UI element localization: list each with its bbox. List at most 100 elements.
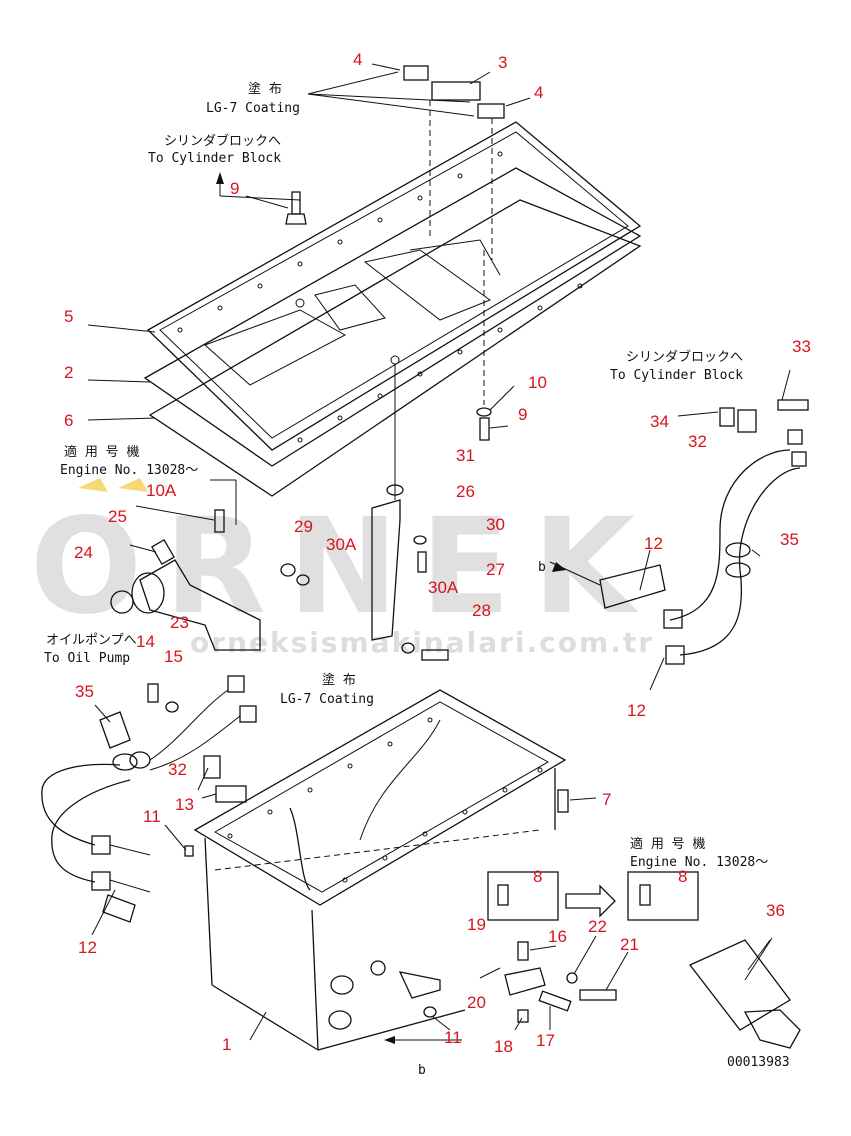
callout-12-left: 12 xyxy=(78,938,97,957)
callout-8-left: 8 xyxy=(533,867,542,886)
tube-12-left-upper xyxy=(41,763,121,846)
washer-15 xyxy=(165,701,179,713)
o-ring-24 xyxy=(110,590,134,614)
oil-pan-baffle xyxy=(289,807,311,891)
bolt-holes xyxy=(177,151,583,443)
coating-block-4-top xyxy=(403,65,429,81)
tube-assembly-left xyxy=(41,675,257,923)
callout-labels: 4 3 4 9 5 2 6 10A 25 24 23 29 30A 31 26 … xyxy=(64,50,811,1056)
callout-10A: 10A xyxy=(146,481,177,500)
gasket-6 xyxy=(148,199,642,497)
note-engine-left-jp: 適 用 号 機 xyxy=(64,444,139,460)
callout-9-right: 9 xyxy=(518,405,527,424)
callout-21: 21 xyxy=(620,935,639,954)
callout-9-left: 9 xyxy=(230,179,239,198)
callout-34: 34 xyxy=(650,412,669,431)
plug-11-bottom xyxy=(423,1006,437,1018)
oil-pan-flange xyxy=(193,689,567,906)
gasket-5 xyxy=(146,121,642,451)
bracket-32-left xyxy=(203,755,221,779)
callout-11-bottom: 11 xyxy=(444,1028,462,1047)
washer-31 xyxy=(386,484,404,496)
bolt-27 xyxy=(417,551,427,573)
note-engine-left-en: Engine No. 13028～ xyxy=(60,463,198,478)
callout-12-right-top: 12 xyxy=(644,534,663,553)
callout-8-right: 8 xyxy=(678,867,687,886)
note-engine-right-jp: 適 用 号 機 xyxy=(630,836,705,852)
callout-14: 14 xyxy=(136,632,155,651)
callout-35-left: 35 xyxy=(75,682,94,701)
view-b-bottom: b xyxy=(418,1063,426,1078)
callout-32-left: 32 xyxy=(168,760,187,779)
watermark-url: orneksismakinalari.com.tr xyxy=(190,626,654,659)
tube-12-lower xyxy=(679,467,801,656)
bolt-7 xyxy=(557,789,569,813)
callout-3: 3 xyxy=(498,53,507,72)
coating-block-3 xyxy=(431,81,481,101)
note-to-cyl-right-en: To Cylinder Block xyxy=(610,368,743,383)
part-36 xyxy=(688,937,801,1049)
callout-7: 7 xyxy=(602,790,611,809)
coating-block-4-bottom xyxy=(477,103,505,119)
callout-6: 6 xyxy=(64,411,73,430)
plug-11-top xyxy=(184,845,194,857)
callout-16: 16 xyxy=(548,927,567,946)
note-coating-top-en: LG-7 Coating xyxy=(206,101,300,116)
bolt-17 xyxy=(538,990,572,1012)
detail-box-left xyxy=(487,871,559,921)
note-to-cyl-left-en: To Cylinder Block xyxy=(148,151,281,166)
callout-1: 1 xyxy=(222,1035,231,1054)
watermark-brand: ORNEK xyxy=(30,490,657,644)
callout-28: 28 xyxy=(472,601,491,620)
callout-25: 25 xyxy=(108,507,127,526)
bracket-32-right xyxy=(719,407,735,427)
pin-16 xyxy=(517,941,529,961)
callout-31: 31 xyxy=(456,446,475,465)
callout-35-right: 35 xyxy=(780,530,799,549)
note-engine-right-en: Engine No. 13028～ xyxy=(630,855,768,870)
leader-lines xyxy=(87,63,791,1041)
callout-30A-left: 30A xyxy=(326,535,357,554)
callout-2: 2 xyxy=(64,363,73,382)
detail-box-right xyxy=(627,871,699,921)
tube-12-upper xyxy=(669,449,791,621)
strainer-flange xyxy=(131,572,165,614)
drain-assembly xyxy=(370,941,617,1044)
callout-32-right: 32 xyxy=(688,432,707,451)
callout-30: 30 xyxy=(486,515,505,534)
bracket-26 xyxy=(280,365,449,661)
oil-strainer xyxy=(110,479,261,651)
tube-12-left-lower xyxy=(51,779,131,883)
bolt-10A xyxy=(214,509,225,533)
callout-33: 33 xyxy=(792,337,811,356)
bracket-13 xyxy=(215,785,247,803)
bolt-21 xyxy=(579,989,617,1001)
bolt-9 xyxy=(285,191,307,225)
callout-30A-right: 30A xyxy=(428,578,459,597)
plug-18 xyxy=(517,1009,529,1023)
callout-5: 5 xyxy=(64,307,73,326)
callout-24: 24 xyxy=(74,543,93,562)
bracket-20 xyxy=(504,967,546,996)
callout-15: 15 xyxy=(164,647,183,666)
callout-17: 17 xyxy=(536,1031,555,1050)
bolt-25 xyxy=(151,538,175,566)
callout-13: 13 xyxy=(175,795,194,814)
watermark-accent xyxy=(78,478,108,492)
note-to-cyl-left-jp: シリンダブロックへ xyxy=(164,133,281,149)
callout-22: 22 xyxy=(588,917,607,936)
callout-4-bottom: 4 xyxy=(534,83,543,102)
note-coating-top-jp: 塗 布 xyxy=(248,81,282,97)
callout-20: 20 xyxy=(467,993,486,1012)
note-oil-pump-en: To Oil Pump xyxy=(44,651,130,666)
callout-12-right-bottom: 12 xyxy=(627,701,646,720)
gasket-assembly xyxy=(143,65,642,497)
connector xyxy=(787,429,803,445)
watermark-accent xyxy=(118,478,148,492)
callout-4-top: 4 xyxy=(353,50,362,69)
tube-assembly-right xyxy=(549,399,809,665)
callout-19: 19 xyxy=(467,915,486,934)
note-coating-mid-en: LG-7 Coating xyxy=(280,692,374,707)
plate-window xyxy=(204,309,347,386)
